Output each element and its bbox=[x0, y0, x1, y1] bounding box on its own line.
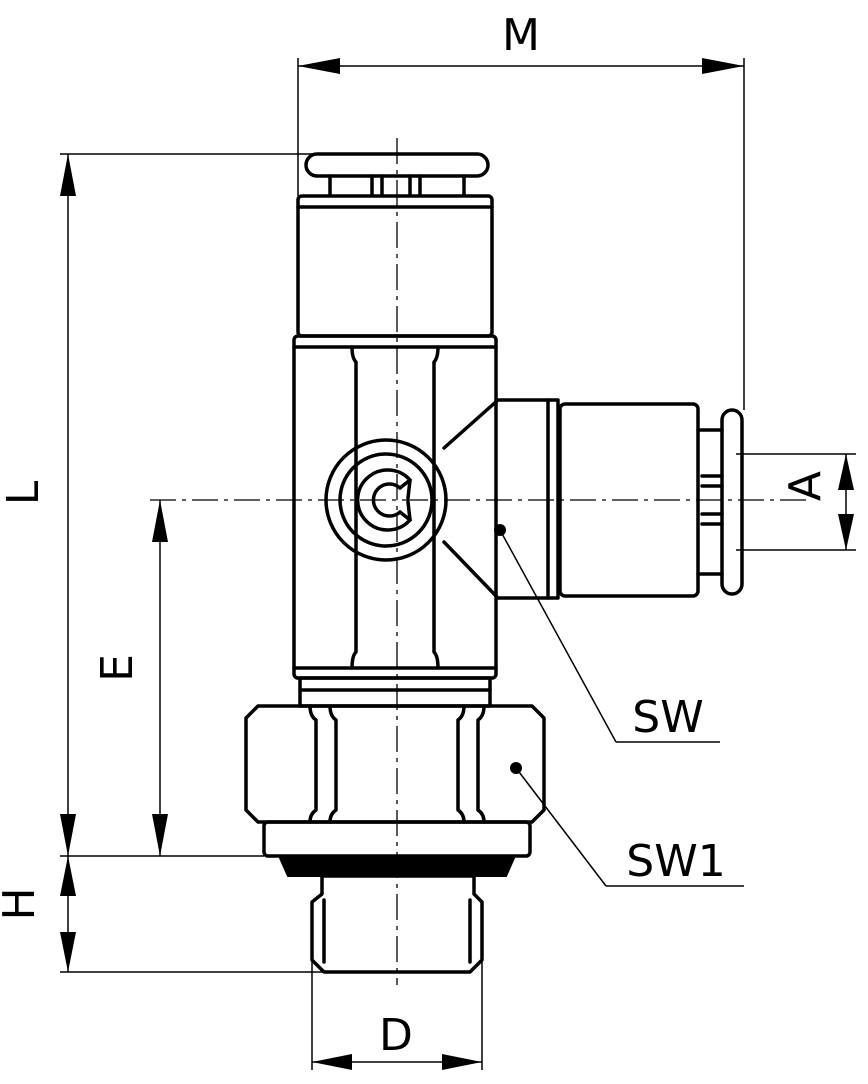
leader-sw bbox=[494, 524, 720, 743]
leader-sw1 bbox=[510, 762, 744, 887]
dimension-m bbox=[297, 58, 745, 410]
upper-sleeve bbox=[296, 194, 494, 338]
main-body bbox=[292, 334, 498, 680]
side-branch bbox=[442, 398, 700, 600]
label-l: L bbox=[0, 480, 49, 505]
neck bbox=[298, 676, 492, 708]
dimension-e bbox=[152, 500, 168, 856]
label-e: E bbox=[92, 654, 143, 682]
label-a: A bbox=[780, 471, 831, 501]
dimension-d bbox=[311, 960, 483, 1070]
label-sw: SW bbox=[632, 692, 703, 743]
thread-stud bbox=[310, 874, 484, 974]
label-d: D bbox=[379, 1010, 413, 1061]
label-m: M bbox=[502, 10, 540, 61]
dimension-a bbox=[736, 453, 856, 551]
label-h: H bbox=[0, 887, 45, 920]
hex-nut bbox=[244, 704, 546, 824]
side-push-in-collet bbox=[696, 408, 744, 596]
label-sw1: SW1 bbox=[626, 836, 725, 887]
dimension-l bbox=[60, 153, 320, 856]
dimension-h bbox=[60, 856, 324, 973]
